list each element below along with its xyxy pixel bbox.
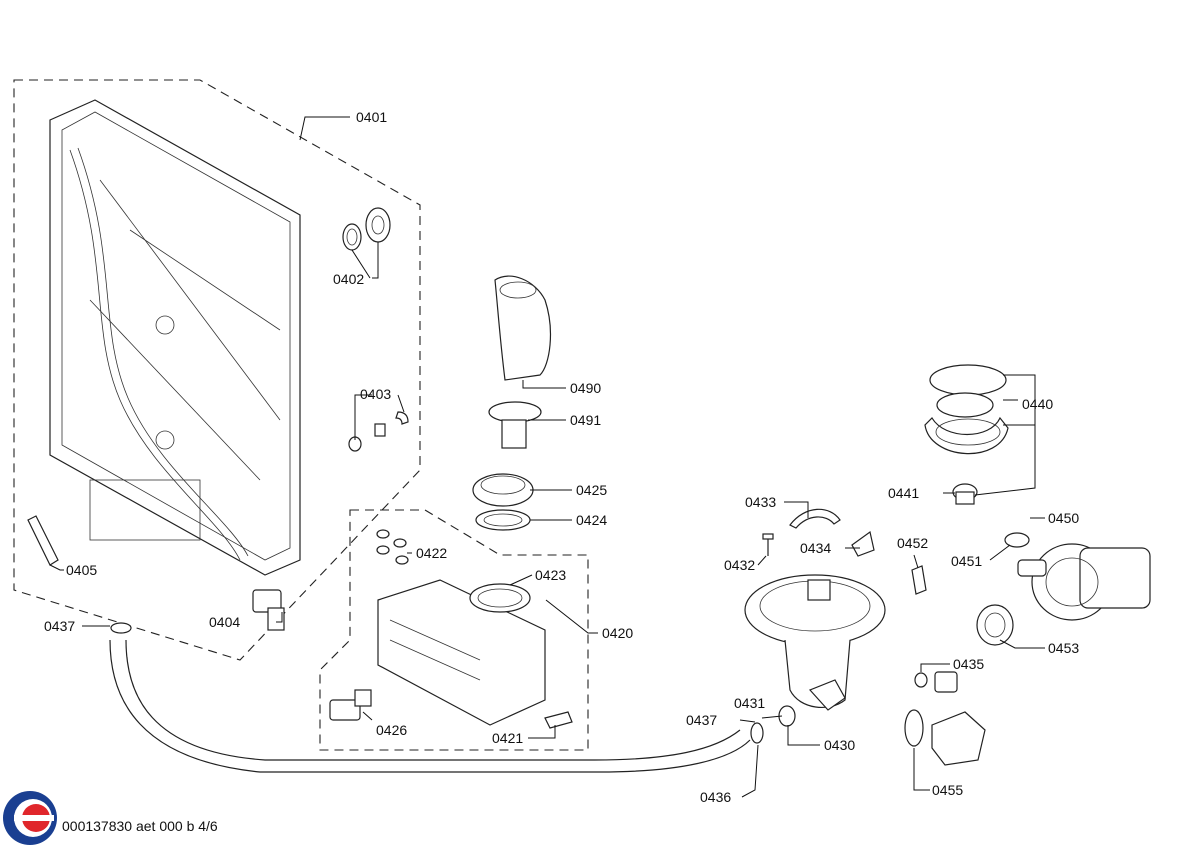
callout-0455: 0455 [932,782,963,798]
callout-0404: 0404 [209,614,240,630]
sensor-part [329,689,372,721]
leader-lines [49,116,1045,798]
seals-set-part [376,529,409,565]
bracket-part [27,515,59,566]
cap-part [488,401,542,449]
callout-0421: 0421 [492,730,523,746]
sump-part [744,574,886,711]
callout-0490: 0490 [570,380,601,396]
clamp-part [1004,532,1030,548]
small-fittings-part [348,411,409,452]
drawing-reference: 000137830 aet 000 b 4/6 [62,818,218,834]
lid-part [472,473,534,507]
valve-part [914,671,958,693]
callout-0423: 0423 [535,567,566,583]
drain-hose-inner [125,639,741,761]
callout-0430: 0430 [824,737,855,753]
sensor-nut-part [952,483,978,505]
pump-seal-part [976,604,1014,646]
callout-0451: 0451 [951,553,982,569]
callout-0420: 0420 [602,625,633,641]
side-panel-part [49,99,301,576]
drain-hose-part [109,639,751,773]
callout-0452: 0452 [897,535,928,551]
brand-logo [3,791,57,845]
callout-0401: 0401 [356,109,387,125]
callout-0435: 0435 [953,656,984,672]
callout-0441: 0441 [888,485,919,501]
callout-0405: 0405 [66,562,97,578]
callout-0424: 0424 [576,512,607,528]
clip-part [544,711,573,729]
key-part [911,565,927,595]
callout-0437-left: 0437 [44,618,75,634]
drain-pump-part [904,709,986,766]
callout-0450: 0450 [1048,510,1079,526]
callout-0437-right: 0437 [686,712,717,728]
callout-0426: 0426 [376,722,407,738]
callout-0433: 0433 [745,494,776,510]
callout-0402: 0402 [333,271,364,287]
callout-0491: 0491 [570,412,601,428]
latch-part [851,530,875,557]
callout-0434: 0434 [800,540,831,556]
callout-0431: 0431 [734,695,765,711]
seal-ring-part [342,223,362,251]
group-boundary-tank [13,79,421,661]
callout-0432: 0432 [724,557,755,573]
inlet-valve-part [252,589,285,631]
callout-0425: 0425 [576,482,607,498]
arc-seal-part [789,508,841,529]
circulation-pump-part [1017,543,1151,621]
hose-clamp-part [110,622,764,744]
screw-part [762,533,774,556]
ring-part [475,509,531,531]
callout-0436: 0436 [700,789,731,805]
water-softener-part [377,579,546,726]
callout-0422: 0422 [416,545,447,561]
funnel-part [494,275,552,381]
heater-housing-part [924,364,1009,455]
callout-0403: 0403 [360,386,391,402]
nut-part [365,207,391,243]
callout-0453: 0453 [1048,640,1079,656]
callout-0440: 0440 [1022,396,1053,412]
